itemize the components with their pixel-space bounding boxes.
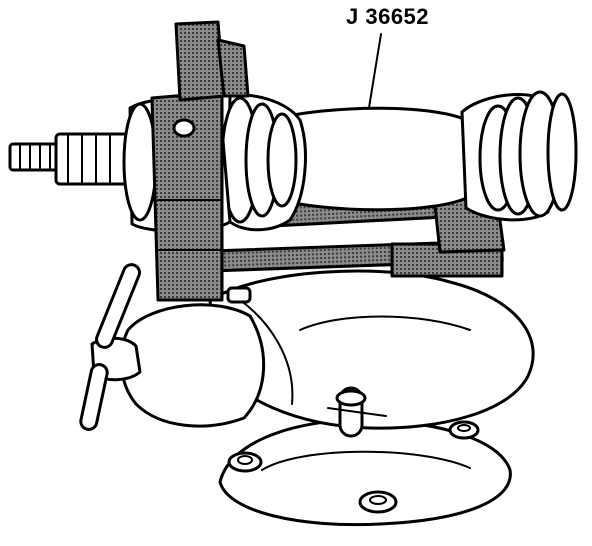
swivel-lock-handle: [327, 386, 387, 438]
vise-base-bolt-left: [227, 451, 263, 473]
drive-axle: [8, 90, 578, 233]
axle-right-boot: [460, 90, 578, 222]
vise-screw-handle: [79, 263, 142, 431]
clamp-bolt-head: [172, 118, 196, 138]
tool-callout-label: J 36652: [346, 4, 430, 29]
vise-front-jaw-housing: [119, 303, 266, 428]
vise-body: [208, 269, 535, 430]
tool-jaw-clamp: [150, 20, 250, 302]
axle-spline-tip: [8, 142, 62, 172]
vise-swivel-base: [218, 418, 512, 527]
bench-vise: [79, 263, 535, 527]
tool-pin: [226, 286, 252, 304]
vise-base-bolt-right: [448, 420, 480, 440]
clamp-top-plate-back: [216, 38, 250, 98]
clamp-top-plate-front: [174, 20, 226, 102]
vise-base-bolt-front: [358, 490, 398, 514]
axle-left-boot: [220, 93, 307, 232]
